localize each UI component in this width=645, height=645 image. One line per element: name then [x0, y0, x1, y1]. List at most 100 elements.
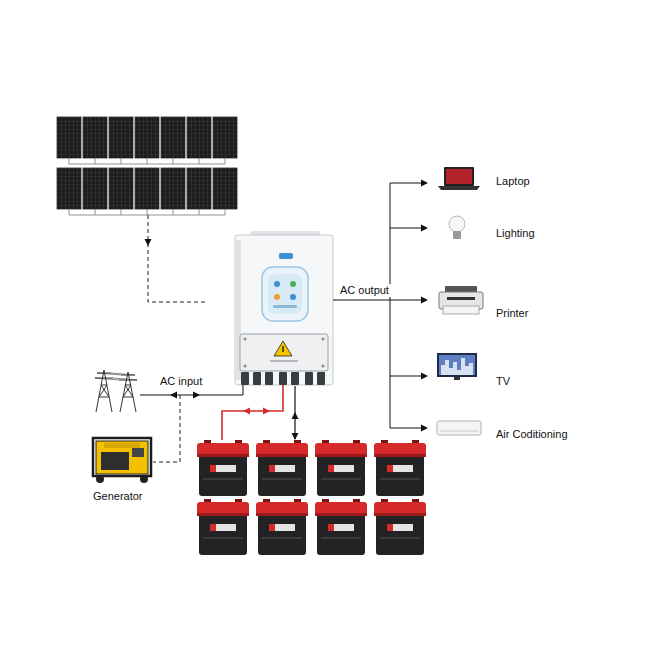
hybrid-inverter-part	[290, 294, 296, 300]
hybrid-inverter-part	[262, 267, 308, 321]
battery-bank-part	[315, 499, 367, 555]
hybrid-inverter-part	[274, 341, 292, 356]
pv-feed-line-part	[145, 239, 152, 246]
laptop-icon-part	[444, 167, 474, 186]
hybrid-inverter-part	[240, 334, 328, 371]
hybrid-inverter	[235, 231, 333, 385]
generator-icon-part	[101, 452, 129, 470]
grid-pylons-part	[95, 373, 137, 380]
air-conditioner-icon-part	[440, 431, 478, 432]
generator-icon-part	[140, 475, 148, 483]
device-label: Air Coditioning	[496, 428, 568, 441]
battery-bank-part	[374, 440, 426, 496]
panel-wiring-part	[69, 158, 225, 164]
grid-pylons-part	[95, 370, 113, 412]
battery-bank-part	[315, 440, 367, 496]
battery-wiring-part	[222, 385, 283, 440]
device-node: Printer	[494, 306, 531, 321]
tv-icon-part	[439, 355, 475, 375]
output-arrowheads-part	[421, 425, 428, 432]
device-node: Air Coditioning	[494, 427, 570, 442]
hybrid-inverter-part-part	[253, 372, 261, 385]
battery-bank-part	[197, 440, 249, 496]
hybrid-inverter-part-part	[291, 372, 299, 385]
battery-wiring	[222, 385, 299, 440]
laptop-icon-part	[446, 169, 472, 184]
solar-panel-array-part	[187, 168, 211, 209]
generator-icon-part	[104, 443, 140, 448]
ac-output-wiring-part	[390, 183, 426, 428]
tv-icon	[437, 353, 477, 380]
laptop-icon	[438, 167, 480, 190]
tv-icon-part	[437, 353, 477, 377]
light-bulb-icon-part	[449, 216, 465, 232]
solar-panel-array-part	[109, 117, 133, 158]
tv-icon-part	[454, 377, 460, 380]
hybrid-inverter-part	[282, 346, 283, 352]
solar-panel-array-part	[187, 117, 211, 158]
battery-bank	[197, 440, 426, 555]
generator-icon-part	[132, 448, 144, 457]
hybrid-inverter-part	[244, 365, 247, 368]
battery-wiring-part	[243, 408, 250, 415]
hybrid-inverter-part	[274, 281, 280, 287]
solar-panel-array-part	[57, 168, 81, 209]
device-label: Lighting	[496, 227, 535, 240]
ac-input-wiring-part	[193, 392, 200, 399]
solar-panel-array-part	[83, 117, 107, 158]
air-conditioner-icon-part	[437, 421, 481, 435]
ac-output-wiring-part	[333, 183, 390, 428]
device-node: Generator	[91, 489, 145, 504]
line-label: AC input	[158, 375, 204, 388]
line-label: AC output	[338, 284, 391, 297]
hybrid-inverter-part	[322, 365, 325, 368]
solar-panel-array-part	[161, 117, 185, 158]
hybrid-inverter-part	[322, 338, 325, 341]
hybrid-inverter-part	[268, 274, 302, 314]
printer-icon	[439, 286, 483, 314]
generator-icon-part	[96, 475, 104, 483]
generator-icon-part	[96, 441, 148, 474]
solar-panel-array	[57, 117, 237, 209]
battery-wiring-part	[263, 408, 270, 415]
printer-icon-part	[443, 306, 479, 314]
battery-bank-part	[256, 440, 308, 496]
solar-panel-array-part	[135, 117, 159, 158]
light-bulb-icon-part	[453, 231, 461, 239]
battery-bank-part	[256, 499, 308, 555]
output-arrowheads-part	[421, 297, 428, 304]
air-conditioner-icon	[437, 421, 481, 435]
device-label: TV	[496, 375, 511, 388]
device-node: Laptop	[494, 174, 532, 189]
hybrid-inverter-part-part	[241, 372, 249, 385]
solar-panel-array-part	[83, 168, 107, 209]
grid-pylons-part	[119, 372, 137, 412]
hybrid-inverter-part	[241, 372, 325, 385]
output-arrowheads	[421, 180, 428, 432]
tv-icon-part	[441, 358, 473, 375]
output-arrowheads-part	[421, 180, 428, 187]
printer-icon-part	[447, 297, 475, 300]
solar-panel-array-part	[109, 168, 133, 209]
output-arrowheads-part	[421, 225, 428, 232]
generator-feed-line	[153, 395, 180, 462]
solar-panel-array-part	[135, 168, 159, 209]
hybrid-inverter-part	[273, 305, 297, 308]
generator-icon-part	[93, 438, 151, 476]
generator-icon	[93, 438, 151, 483]
ac-input-wiring-part	[170, 392, 177, 399]
device-node: Lighting	[494, 226, 537, 241]
device-node: TV	[494, 374, 513, 389]
pv-feed-line-part	[148, 215, 206, 302]
hybrid-inverter-part-part	[317, 372, 325, 385]
laptop-icon-part	[438, 186, 480, 190]
hybrid-inverter-part	[244, 338, 247, 341]
solar-panel-array-part	[213, 117, 237, 158]
hybrid-inverter-part	[235, 235, 333, 385]
ac-output-wiring	[333, 183, 426, 428]
hybrid-inverter-part-part	[305, 372, 313, 385]
hybrid-inverter-part-part	[279, 372, 287, 385]
device-label: Laptop	[496, 175, 530, 188]
